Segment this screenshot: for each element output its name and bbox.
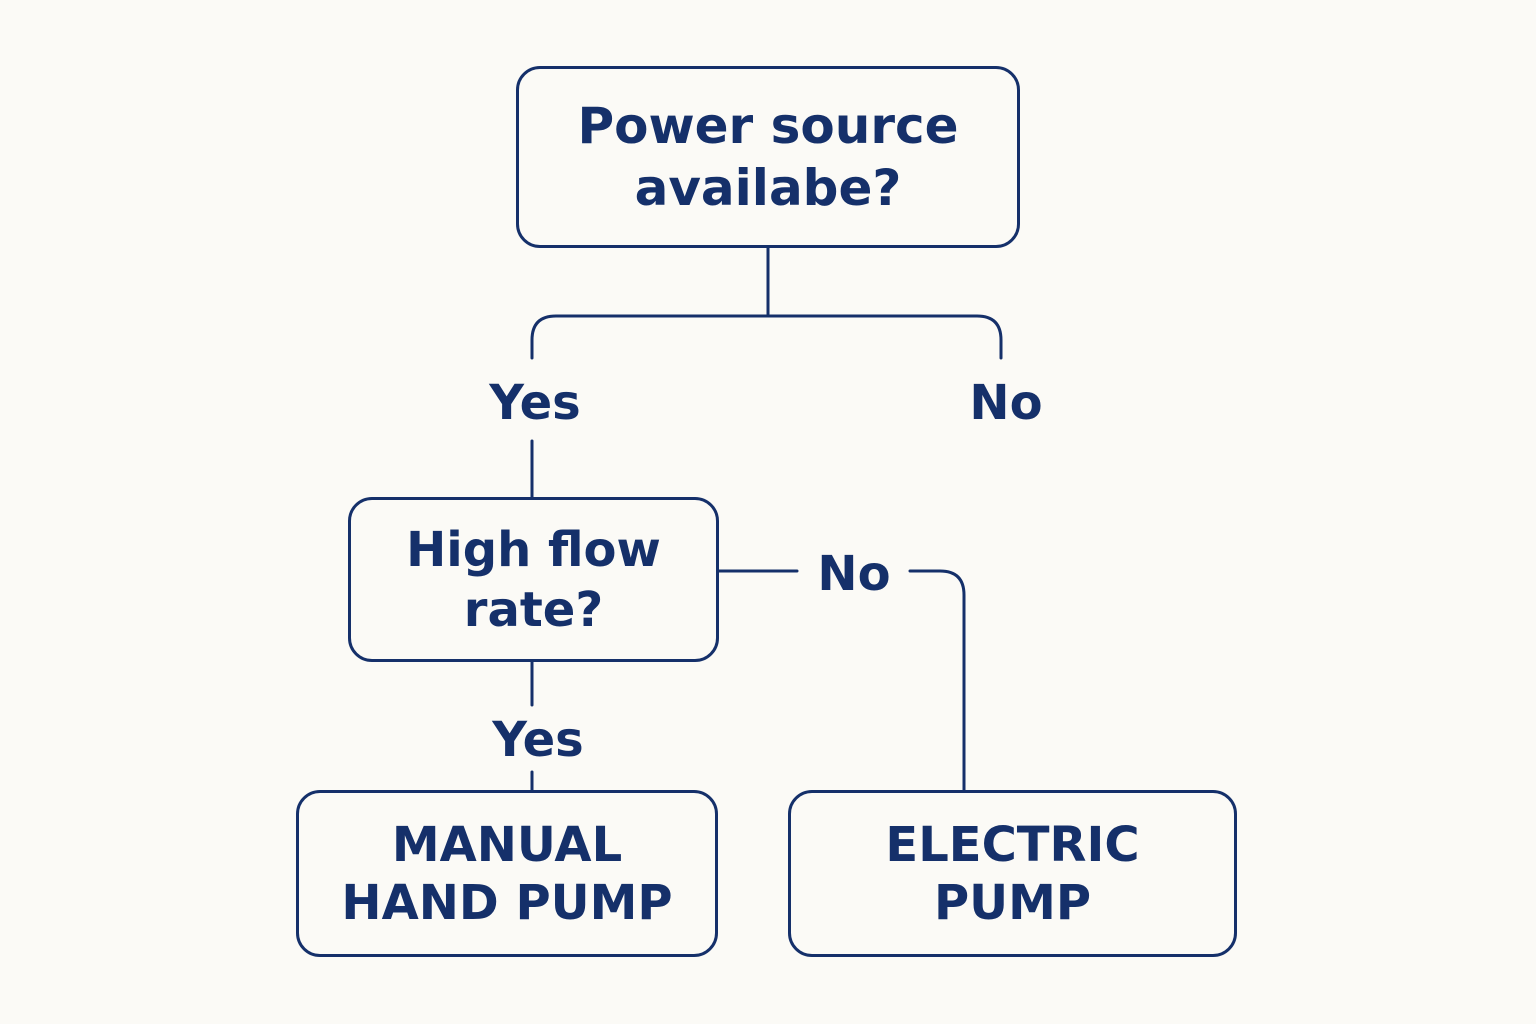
edge-label-flow-no: No [813,546,895,602]
decision-high-flow-rate: High flow rate? [348,497,719,662]
result-manual-hand-pump: MANUAL HAND PUMP [296,790,718,957]
decision-high-flow-line2: rate? [463,581,604,638]
result-manual-line1: MANUAL [391,816,623,873]
result-manual-line2: HAND PUMP [341,874,673,931]
decision-power-source-line1: Power source [577,97,959,155]
edge-label-flow-yes: Yes [488,712,588,768]
connector-power-split [530,314,1003,360]
edge-label-power-no: No [965,375,1047,431]
result-electric-line1: ELECTRIC [885,816,1140,873]
connector-flow-no-right [908,569,966,792]
result-electric-line2: PUMP [933,874,1092,931]
decision-high-flow-line1: High flow [406,521,661,578]
decision-power-source-line2: availabe? [634,159,902,217]
edge-label-power-yes: Yes [485,375,585,431]
result-electric-pump: ELECTRIC PUMP [788,790,1237,957]
decision-power-source: Power source availabe? [516,66,1020,248]
